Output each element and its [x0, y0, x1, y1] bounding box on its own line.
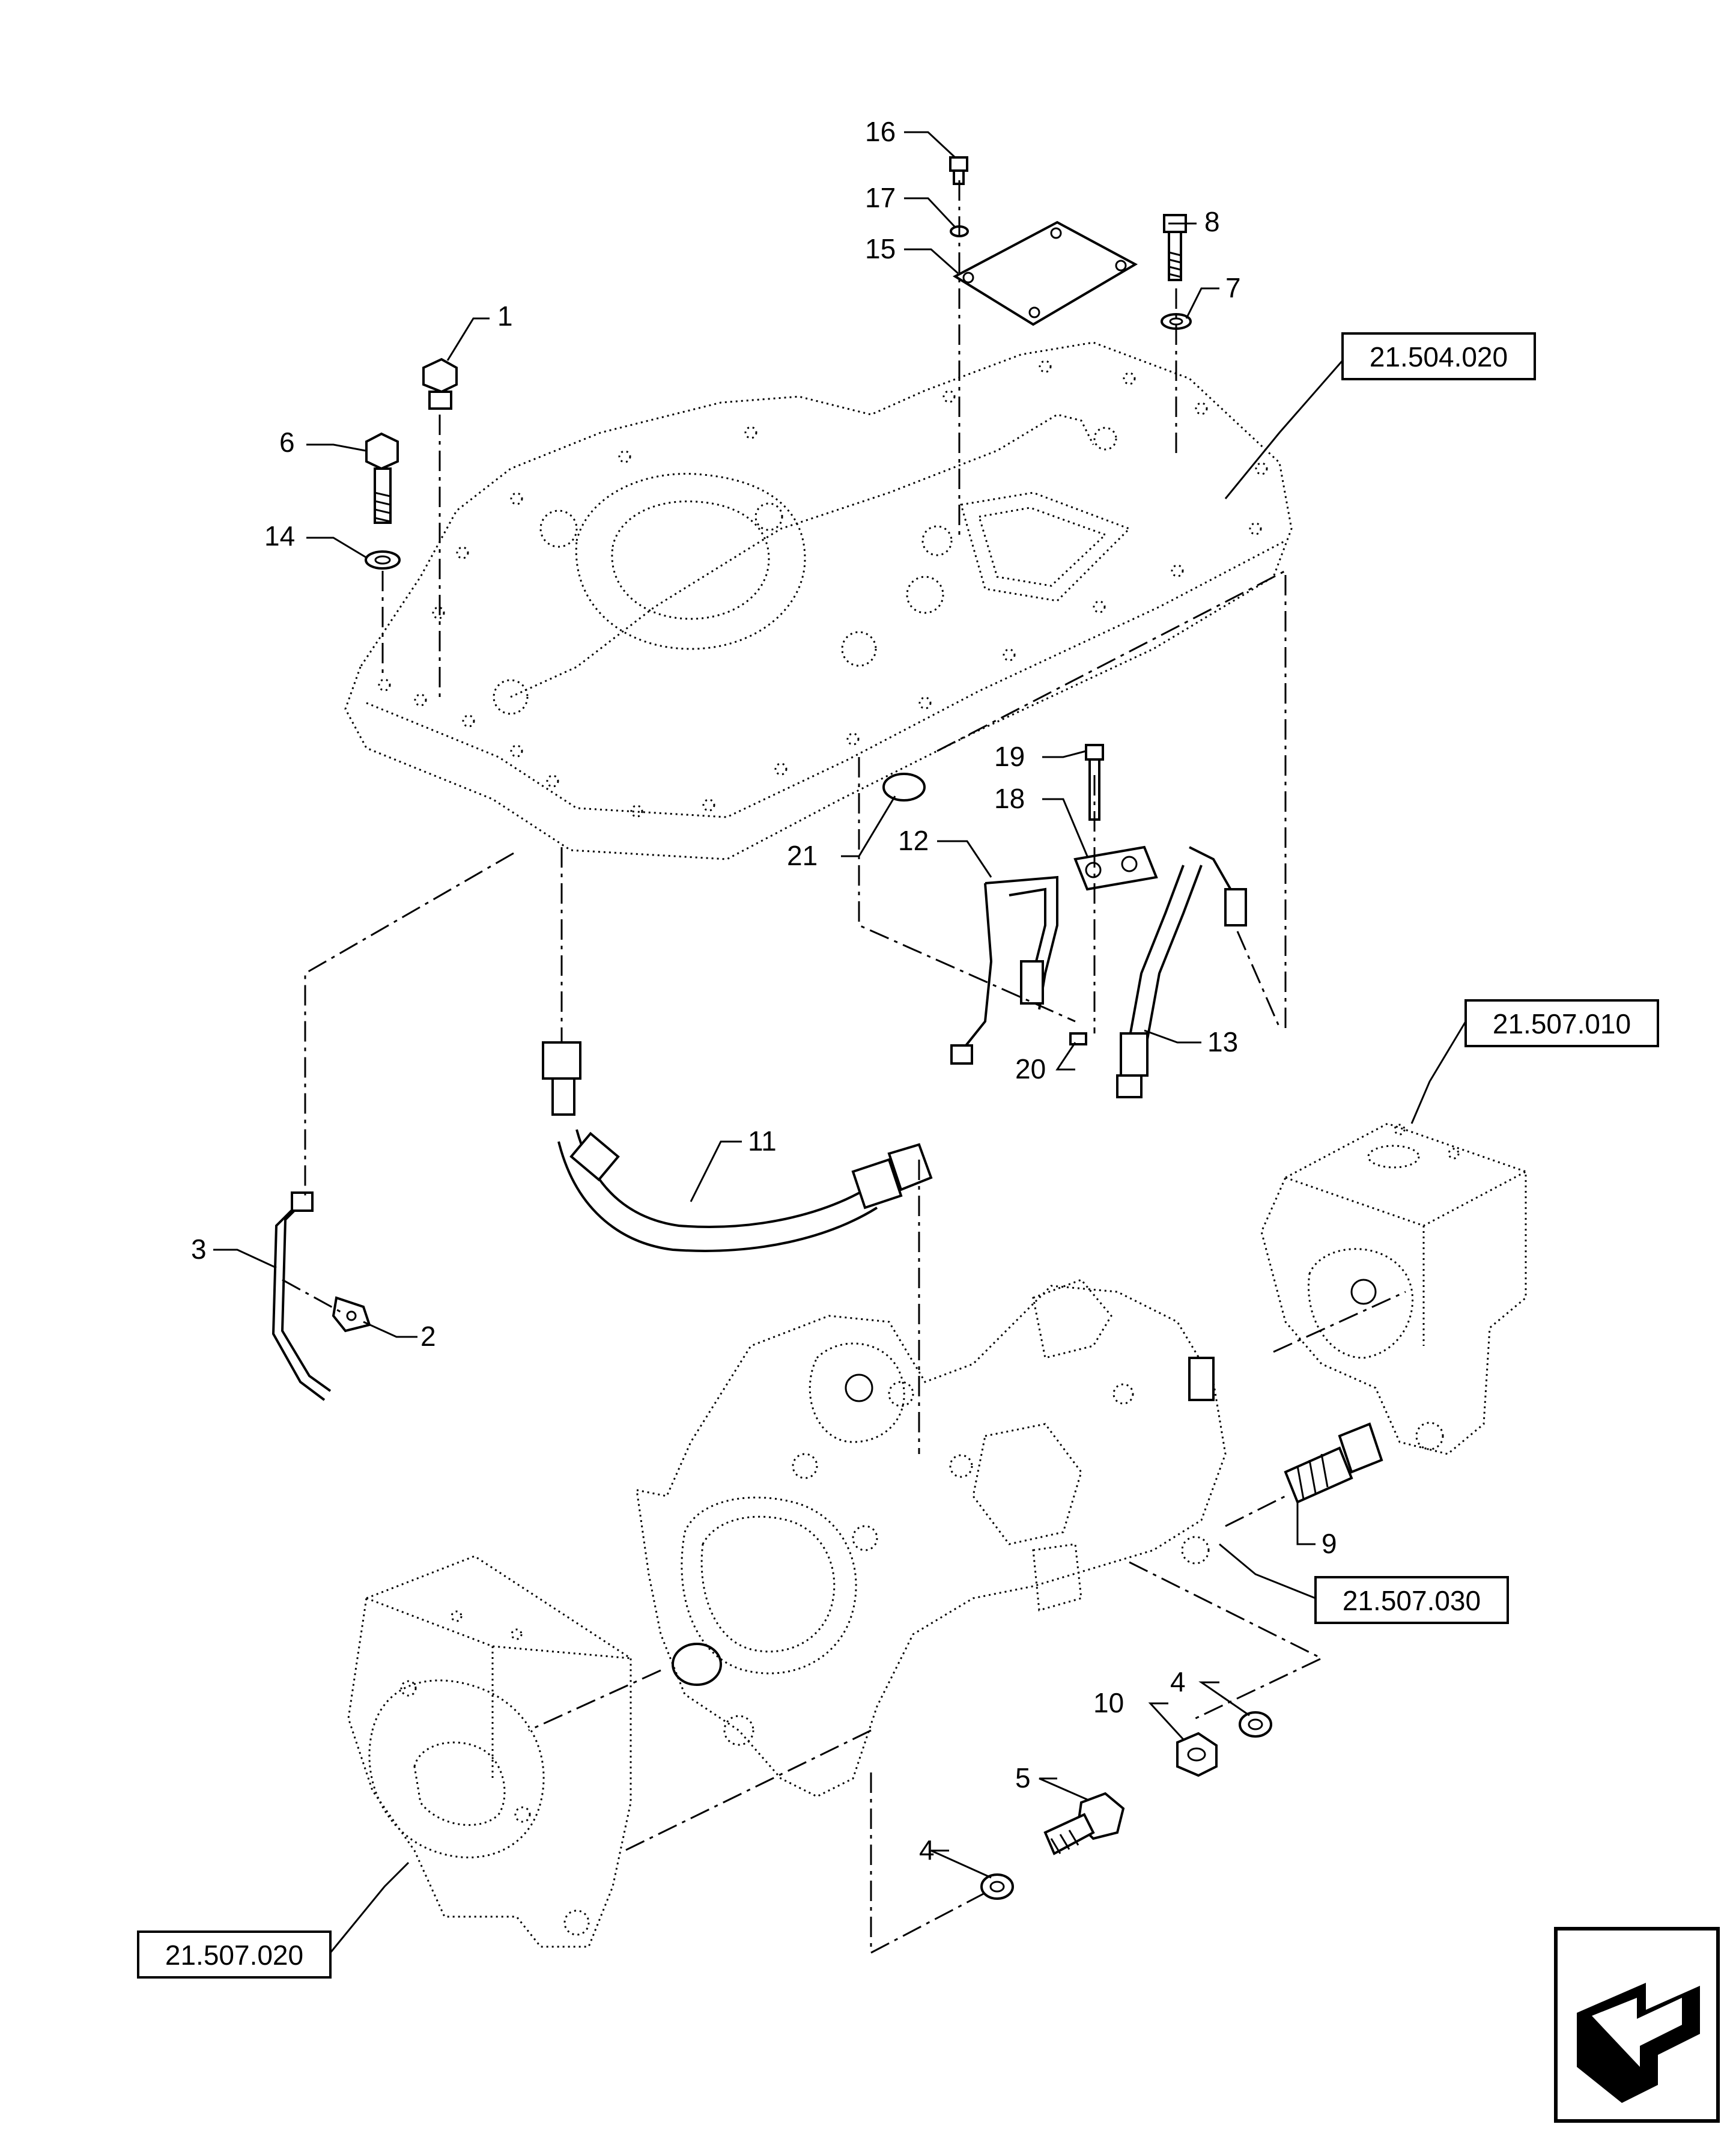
callout-9: 9	[1322, 1528, 1337, 1559]
callout-5: 5	[1015, 1762, 1031, 1794]
callout-21: 21	[787, 840, 818, 871]
cap-21	[882, 773, 926, 802]
bolt-16	[949, 156, 968, 185]
callout-11: 11	[748, 1125, 777, 1157]
callout-4-upper: 4	[1170, 1666, 1186, 1697]
callout-1: 1	[497, 300, 513, 332]
hose-13	[1116, 846, 1247, 1098]
callout-8: 8	[1204, 206, 1220, 237]
mount-bracket-rear	[1260, 1122, 1527, 1455]
callout-12: 12	[898, 825, 929, 856]
washer-14	[365, 550, 401, 570]
washer-4-upper	[1239, 1711, 1272, 1738]
tube-3	[272, 1191, 332, 1401]
hose-12	[950, 875, 1058, 1065]
ref-21-507-020: 21.507.020	[165, 1940, 303, 1971]
ref-21-507-010: 21.507.010	[1493, 1008, 1631, 1039]
callout-10: 10	[1093, 1687, 1124, 1718]
bolt-19	[1085, 744, 1104, 821]
callout-7: 7	[1225, 272, 1241, 303]
ref-21-504-020: 21.504.020	[1370, 341, 1508, 373]
callout-15: 15	[865, 233, 896, 264]
washer-4-lower	[980, 1873, 1014, 1900]
plug-1	[422, 357, 458, 410]
callout-2: 2	[420, 1321, 436, 1352]
callout-6: 6	[279, 427, 295, 458]
nut-20	[1069, 1032, 1087, 1045]
callout-18: 18	[994, 783, 1025, 814]
washer-7	[1161, 313, 1192, 330]
callout-leaders	[213, 131, 1467, 1953]
bolt-6	[365, 432, 399, 524]
inspection-cover-15	[952, 221, 1138, 326]
callout-17: 17	[865, 182, 896, 213]
callout-13: 13	[1207, 1026, 1238, 1057]
callout-14: 14	[264, 520, 295, 552]
fitting-9	[1284, 1422, 1383, 1504]
mount-bracket-front	[347, 1555, 632, 1948]
callout-16: 16	[865, 116, 896, 147]
reference-boxes: 21.504.020 21.507.010 21.507.030 21.507.…	[137, 332, 1659, 1979]
ref-21-507-030: 21.507.030	[1343, 1585, 1481, 1616]
nut-10	[1176, 1732, 1218, 1777]
bolt-8	[1163, 214, 1187, 281]
clip-2	[332, 1296, 371, 1333]
callout-labels: 1 2 3 4 4 5 6 7 8 9 10 11 12 13 14 15 16…	[191, 116, 1337, 1866]
bolt-5	[1043, 1792, 1125, 1855]
clamp-18	[1073, 845, 1158, 891]
callout-4-lower: 4	[919, 1834, 935, 1866]
hose-11	[542, 1041, 933, 1252]
cover-plate-assembly	[344, 341, 1293, 860]
callout-3: 3	[191, 1234, 207, 1265]
callout-20: 20	[1015, 1053, 1046, 1085]
hydrostatic-pump-assembly	[636, 1279, 1227, 1798]
arrow-next-page-icon[interactable]	[1554, 1927, 1720, 2123]
callout-19: 19	[994, 741, 1025, 772]
